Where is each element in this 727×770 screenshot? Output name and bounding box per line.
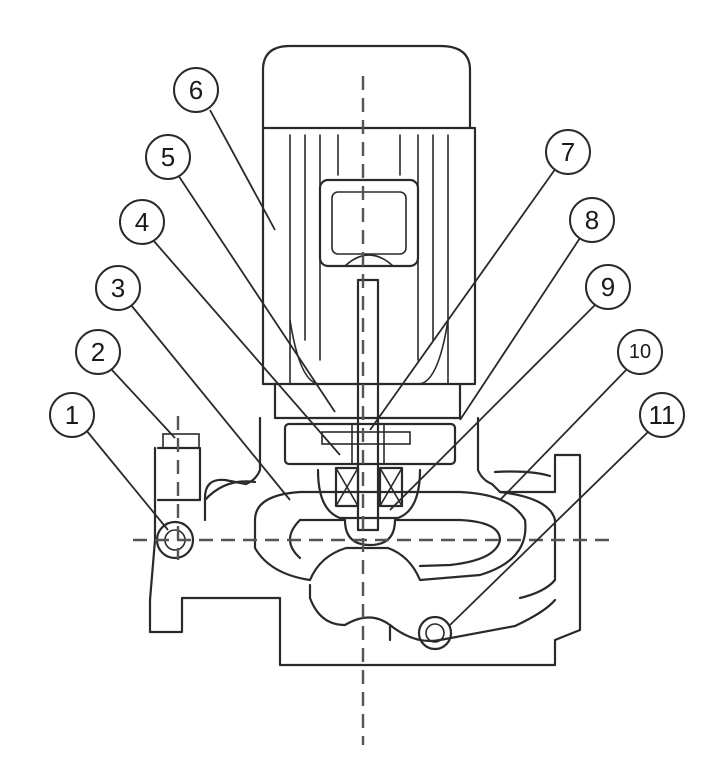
motor-cap <box>261 44 472 130</box>
callout-5-label: 5 <box>161 142 175 172</box>
callout-6-label: 6 <box>189 75 203 105</box>
leader-lines <box>85 109 651 626</box>
callout-3: 3 <box>95 265 141 311</box>
motor-body <box>261 126 477 386</box>
callout-11-label: 11 <box>649 400 676 430</box>
motor-bracket <box>244 382 494 486</box>
callout-8-label: 8 <box>585 205 599 235</box>
callout-10: 10 <box>617 329 663 375</box>
callout-8: 8 <box>569 197 615 243</box>
callout-6: 6 <box>173 67 219 113</box>
callout-5: 5 <box>145 134 191 180</box>
callout-2: 2 <box>75 329 121 375</box>
callout-11: 11 <box>639 392 685 438</box>
callout-4: 4 <box>119 199 165 245</box>
callout-4-label: 4 <box>135 207 149 237</box>
callout-10-label: 10 <box>629 341 651 363</box>
callout-1-label: 1 <box>65 400 79 430</box>
pump-casing <box>148 433 582 667</box>
callout-3-label: 3 <box>111 273 125 303</box>
callout-9: 9 <box>585 264 631 310</box>
callout-2-label: 2 <box>91 337 105 367</box>
callout-7-label: 7 <box>561 137 575 167</box>
center-lines <box>133 76 612 745</box>
callout-7: 7 <box>545 129 591 175</box>
callout-1: 1 <box>49 392 95 438</box>
callout-9-label: 9 <box>601 272 615 302</box>
